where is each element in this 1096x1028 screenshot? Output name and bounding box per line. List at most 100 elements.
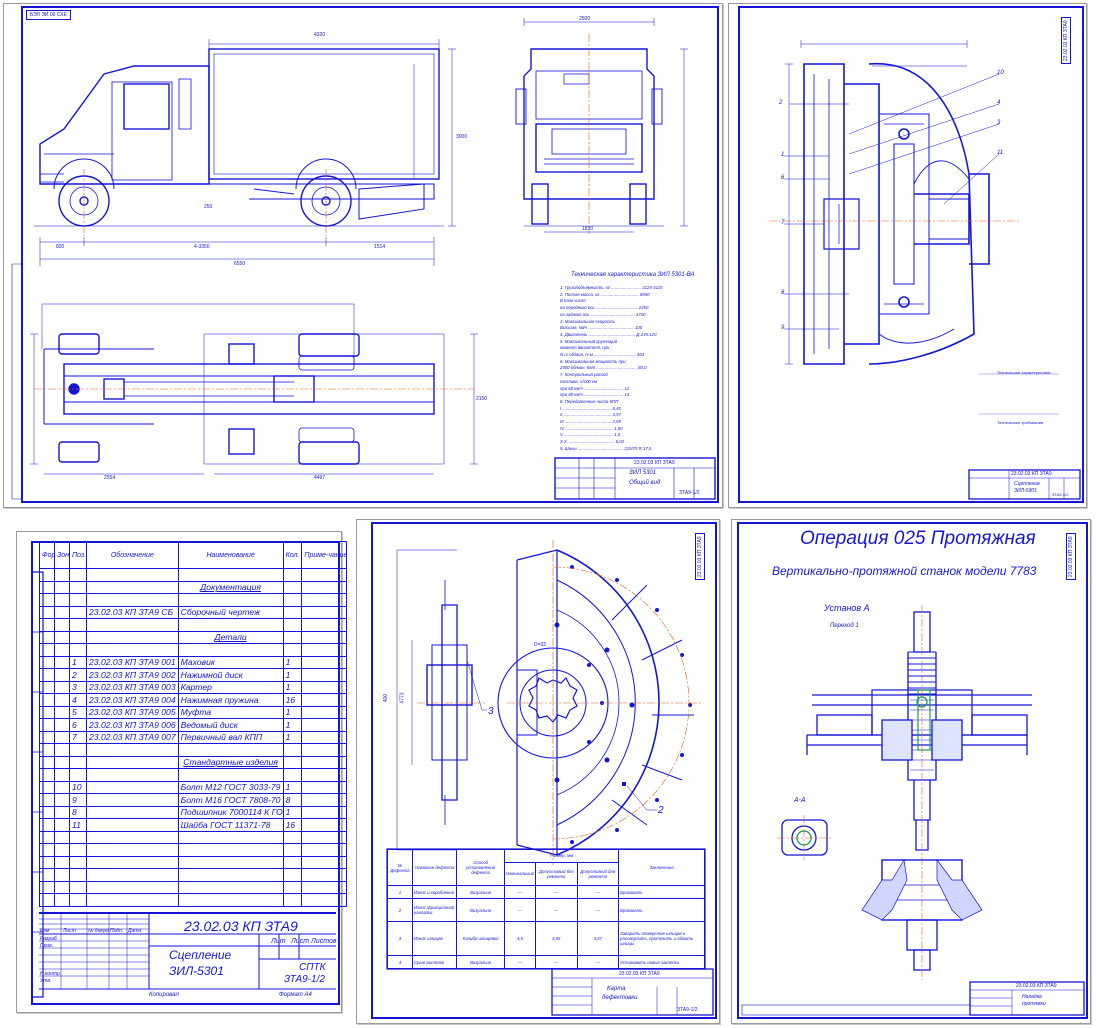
defect-cell: 4,5 — [503, 921, 537, 957]
defect-cell: Срыв заклепок — [411, 955, 458, 969]
tb-field-label: Изм — [40, 928, 50, 934]
spec-cell — [39, 718, 55, 732]
spec-cell: 23.02.03 КП ЗТА9 001 — [86, 655, 179, 669]
dim-ground: 250 — [204, 204, 213, 210]
spec-cell — [39, 593, 55, 607]
spec-cell — [54, 718, 70, 732]
defect-cell: Визуально — [456, 955, 505, 969]
spec-cell: Зона — [54, 541, 70, 569]
callout-number: 6 — [781, 175, 785, 181]
dim-rear-overhang: 1514 — [374, 244, 386, 250]
spec-cell — [39, 818, 55, 832]
defect-cell: 3 — [387, 921, 413, 957]
spec-cell — [301, 605, 348, 619]
spec-cell — [39, 855, 55, 869]
defect-header-cell: Размер, мм — [503, 849, 620, 863]
spec-cell: 1 — [282, 655, 303, 669]
spec-cell — [54, 593, 70, 607]
defect-header-cell: Номинальный — [503, 861, 537, 887]
spec-cell — [301, 568, 348, 582]
spec-cell — [86, 768, 179, 782]
spec-cell — [39, 668, 55, 682]
spec-cell: 7 — [69, 730, 87, 744]
spec-cell — [301, 780, 348, 794]
spec-row — [39, 893, 348, 907]
spec-cell — [69, 630, 87, 644]
defect-header-cell: Способ установления дефекта — [456, 848, 505, 887]
tb-name1: Сцепление — [1014, 481, 1040, 487]
sheet-driven-disc: 23.02.03 КП ЗТА9 — [356, 519, 720, 1024]
spec-line: 4. Двигатель ...........................… — [560, 331, 658, 337]
spec-line: 6. Максимальная мощность при — [560, 358, 626, 364]
tb-code: 23.02.03 КП ЗТА9 — [184, 918, 298, 934]
spec-cell — [39, 655, 55, 669]
spec-cell — [69, 643, 87, 657]
tb-lit: Лит — [271, 938, 286, 945]
spec-cell — [39, 805, 55, 819]
spec-cell — [301, 893, 348, 907]
spec-line: 1. Грузоподъемность, кг ................… — [560, 285, 663, 290]
tb-field-label: Подп. — [110, 928, 124, 934]
tb-name1: Наладка — [1022, 994, 1042, 1000]
spec-cell: Маховик — [177, 655, 284, 669]
spec-title: Технические характеристики — [997, 370, 1051, 375]
spec-row — [39, 868, 348, 882]
callout-number: 8 — [781, 290, 785, 296]
callout-number: 2 — [658, 805, 664, 816]
spec-cell — [69, 580, 87, 594]
spec-title2: Технические требования — [997, 420, 1044, 425]
spec-cell: 2 — [69, 668, 87, 682]
spec-line: 7. Контрольный расход — [560, 372, 608, 378]
spec-cell — [301, 730, 348, 744]
spec-cell — [282, 880, 303, 894]
step-label: Переход 1 — [830, 623, 859, 629]
spec-cell — [301, 743, 348, 757]
defect-cell: Браковать — [618, 885, 705, 899]
spec-line: III ....................................… — [560, 419, 621, 424]
defect-cell: — — [535, 955, 578, 969]
tb-code: 23.02.03 КП ЗТА9 — [619, 971, 660, 977]
spec-cell: Нажимной диск — [177, 668, 284, 682]
dim-front-track: 2554 — [104, 475, 116, 481]
defect-cell: 4 — [387, 955, 413, 969]
spec-row — [39, 593, 348, 607]
spec-cell: 1 — [282, 780, 303, 794]
defect-cell: 4,55 — [535, 921, 578, 957]
spec-cell — [54, 743, 70, 757]
spec-line: 2. Полная масса, кг ....................… — [560, 291, 650, 297]
operation-title: Операция 025 Протяжная — [800, 528, 1036, 549]
defect-cell: — — [576, 955, 620, 969]
spec-cell: Документация — [177, 580, 284, 594]
spec-cell — [177, 593, 284, 607]
defect-header-cell: № Дефекта — [387, 848, 413, 887]
defect-cell: Износ фрикционной накладки — [411, 897, 458, 923]
spec-cell — [86, 755, 179, 769]
spec-cell — [39, 730, 55, 744]
spec-cell: 9 — [69, 793, 87, 807]
tb-name2: дефектовки — [602, 995, 638, 1001]
spec-cell: 23.02.03 КП ЗТА9 002 — [86, 668, 179, 682]
spec-cell — [86, 580, 179, 594]
spec-cell — [69, 568, 87, 582]
spec-cell — [54, 793, 70, 807]
spec-cell — [177, 830, 284, 844]
defect-cell: Заварить отверстие шлицев и рассверлить,… — [618, 921, 705, 957]
spec-cell — [86, 630, 179, 644]
spec-cell — [301, 643, 348, 657]
spec-cell — [282, 755, 303, 769]
setup-label: Установ А — [824, 603, 870, 613]
spec-cell — [86, 855, 179, 869]
spec-cell — [86, 868, 179, 882]
tb-code: 23.02.03 КП ЗТА9 — [1011, 471, 1052, 477]
spec-line: 2400 об/мин, Квт .......................… — [560, 365, 647, 371]
spec-cell — [282, 580, 303, 594]
spec-cell: 23.02.03 КП ЗТА9 005 — [86, 705, 179, 719]
spec-cell — [282, 843, 303, 857]
spec-row — [39, 643, 348, 657]
cab-door — [111, 81, 173, 181]
spec-cell — [301, 755, 348, 769]
